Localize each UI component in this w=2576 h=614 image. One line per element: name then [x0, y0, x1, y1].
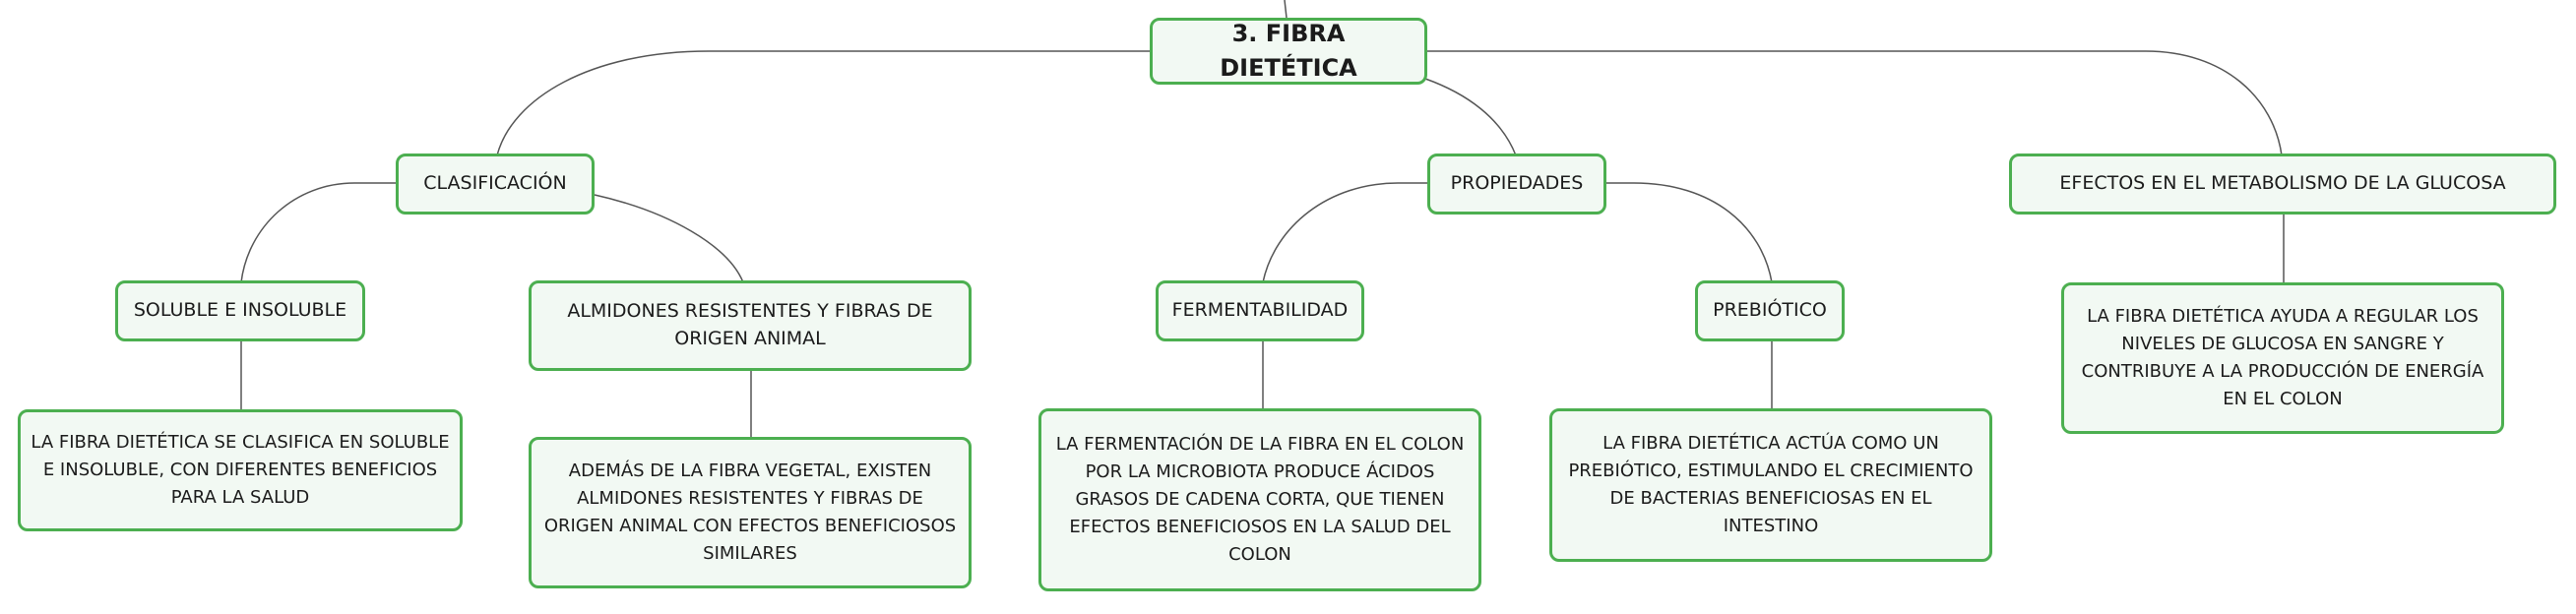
connector-clasificacion-almidones — [594, 194, 744, 283]
connector-root-efectos — [1425, 50, 2283, 156]
node-clasificacion[interactable]: CLASIFICACIÓN — [396, 154, 595, 215]
connector-propiedades-fermentabilidad — [1262, 182, 1429, 283]
detail-efectos-glucosa[interactable]: LA FIBRA DIETÉTICA AYUDA A REGULAR LOS N… — [2061, 282, 2504, 434]
node-fermentabilidad[interactable]: FERMENTABILIDAD — [1156, 280, 1364, 341]
connector-propiedades-prebiotico — [1604, 182, 1773, 283]
node-prebiotico[interactable]: PREBIÓTICO — [1695, 280, 1845, 341]
detail-efectos-glucosa-text: LA FIBRA DIETÉTICA AYUDA A REGULAR LOS N… — [2081, 306, 2484, 409]
detail-prebiotico-text: LA FIBRA DIETÉTICA ACTÚA COMO UN PREBIÓT… — [1568, 433, 1974, 536]
node-propiedades[interactable]: PROPIEDADES — [1427, 154, 1606, 215]
connector-clasificacion-soluble — [240, 182, 398, 283]
node-soluble-insoluble-label: SOLUBLE E INSOLUBLE — [133, 299, 347, 322]
node-fermentabilidad-label: FERMENTABILIDAD — [1171, 299, 1349, 322]
detail-soluble-insoluble[interactable]: LA FIBRA DIETÉTICA SE CLASIFICA EN SOLUB… — [18, 409, 463, 531]
detail-prebiotico[interactable]: LA FIBRA DIETÉTICA ACTÚA COMO UN PREBIÓT… — [1549, 408, 1992, 562]
node-soluble-insoluble[interactable]: SOLUBLE E INSOLUBLE — [115, 280, 365, 341]
node-propiedades-label: PROPIEDADES — [1450, 172, 1584, 195]
node-clasificacion-label: CLASIFICACIÓN — [423, 172, 567, 195]
detail-soluble-insoluble-text: LA FIBRA DIETÉTICA SE CLASIFICA EN SOLUB… — [31, 432, 450, 508]
detail-fermentabilidad-text: LA FERMENTACIÓN DE LA FIBRA EN EL COLON … — [1055, 434, 1465, 565]
node-almidones-fibras[interactable]: ALMIDONES RESISTENTES Y FIBRAS DE ORIGEN… — [529, 280, 972, 371]
root-node[interactable]: 3. FIBRA DIETÉTICA — [1150, 18, 1427, 85]
node-almidones-fibras-label: ALMIDONES RESISTENTES Y FIBRAS DE ORIGEN… — [567, 300, 933, 349]
root-node-label: 3. FIBRA DIETÉTICA — [1220, 20, 1357, 82]
connector-root-propiedades — [1424, 78, 1517, 156]
detail-almidones-fibras[interactable]: ADEMÁS DE LA FIBRA VEGETAL, EXISTEN ALMI… — [529, 437, 972, 588]
node-prebiotico-label: PREBIÓTICO — [1713, 299, 1827, 322]
node-efectos-glucosa-label: EFECTOS EN EL METABOLISMO DE LA GLUCOSA — [2059, 172, 2506, 195]
connector-root-clasificacion — [496, 50, 1150, 156]
connector-root-parent — [1284, 0, 1288, 19]
detail-fermentabilidad[interactable]: LA FERMENTACIÓN DE LA FIBRA EN EL COLON … — [1038, 408, 1481, 591]
node-efectos-glucosa[interactable]: EFECTOS EN EL METABOLISMO DE LA GLUCOSA — [2009, 154, 2556, 215]
detail-almidones-fibras-text: ADEMÁS DE LA FIBRA VEGETAL, EXISTEN ALMI… — [543, 460, 957, 564]
